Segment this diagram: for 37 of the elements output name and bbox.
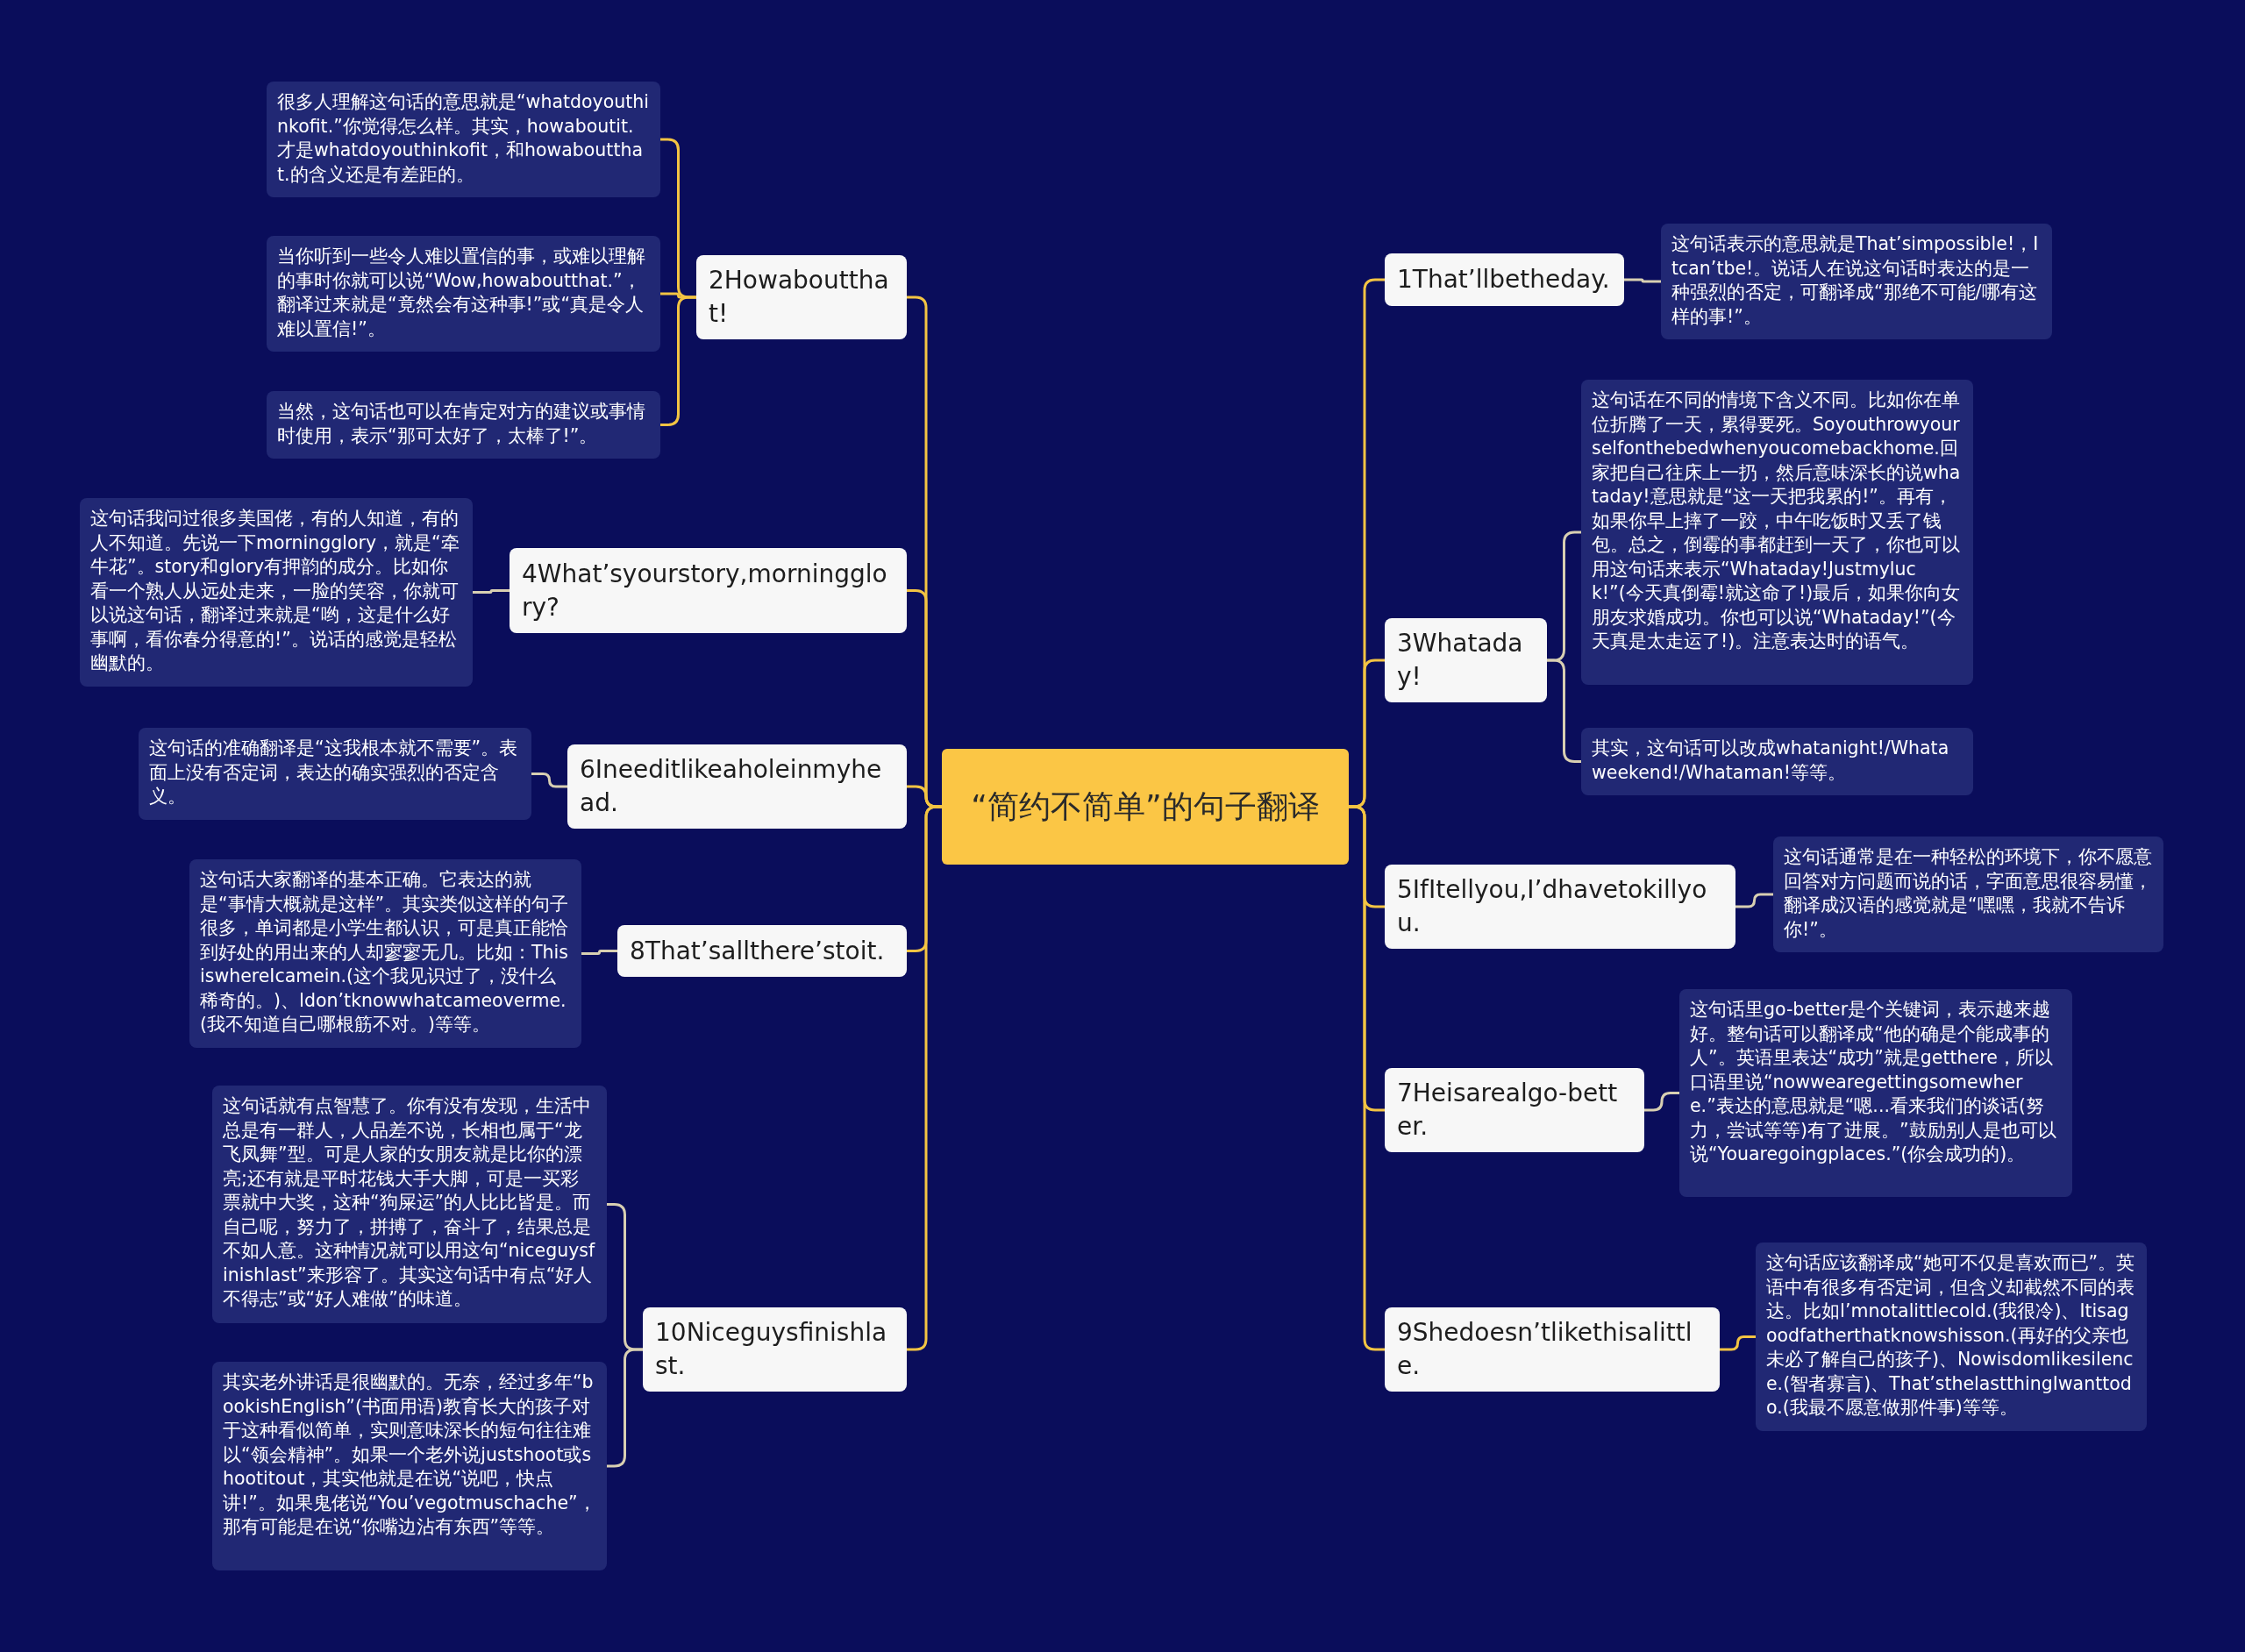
connector-line [1735,893,1773,908]
note-box: 这句话里go-better是个关键词，表示越来越好。整句话可以翻译成“他的确是个能成事的人”。英语里表达“成功”就是getthere，所以口语里说“nowwearegettingsomewhere.”表达的意思就是“嗯...看来我们的谈话(努力，尝试等等)有了进展。”鼓励别人是也可以说“Youaregoingplaces.”(你会成功的)。 [1679,989,2072,1197]
root-topic-box: “简约不简单”的句子翻译 [942,749,1349,865]
note-box: 当然，这句话也可以在肯定对方的建议或事情时使用，表示“那可太好了，太棒了!”。 [267,391,660,459]
connector-line [1644,1092,1679,1112]
note-box: 这句话表示的意思就是That’simpossible!，Itcan’tbe!。说话人在说这句话时表达的是一种强烈的否定，可翻译成“那绝不可能/哪有这样的事!”。 [1661,224,2052,339]
topic-box: 10Niceguysfinishlast. [643,1307,907,1392]
note-box: 这句话应该翻译成“她可不仅是喜欢而已”。英语中有很多有否定词，但含义却截然不同的表达。比如I’mnotalittlecold.(我很冷)、Itisagoodfatherthatknowshisson.(再好的父亲也未必了解自己的孩子)、Nowisdomlikesilence.(智者寡言)、That’sthelastthingIwanttodo.(我最不愿意做那件事)等等。 [1756,1243,2147,1431]
note-box: 很多人理解这句话的意思就是“whatdoyouthinkofit.”你觉得怎么样。其实，howaboutit.才是whatdoyouthinkofit，和howaboutthat.的含义还是有差距的。 [267,82,660,197]
connector-line [473,589,510,594]
topic-box: 5IfItellyou,I’dhavetokillyou. [1385,865,1735,949]
topic-box: 1That’llbetheday. [1385,253,1624,306]
note-box: 这句话我问过很多美国佬，有的人知道，有的人不知道。先说一下morningglory，就是“牵牛花”。story和glory有押韵的成分。比如你看一个熟人从远处走来，一脸的笑容，你就可以说这句话，翻译过来就是“哟，这是什么好事啊，看你春分得意的!”。说话的感觉是轻松幽默的。 [80,498,473,687]
note-box: 其实老外讲话是很幽默的。无奈，经过多年“bookishEnglish”(书面用语)教育长大的孩子对于这种看似简单，实则意味深长的短句往往难以“领会精神”。如果一个老外说justshoot或shootitout，其实他就是在说“说吧，快点讲!”。如果鬼佬说“You’vegotmuschache”，那有可能是在说“你嘴边沾有东西”等等。 [212,1362,607,1570]
topic-box: 4What’syourstory,morningglory? [510,548,907,633]
connector-line [907,805,942,1351]
connector-line [660,296,696,426]
connector-line [1624,278,1661,283]
note-box: 这句话的准确翻译是“这我根本就不需要”。表面上没有否定词，表达的确实强烈的否定含义。 [139,728,531,820]
topic-box: 6Ineeditlikeaholeinmyhead. [567,744,907,829]
topic-box: 9Shedoesn’tlikethisalittle. [1385,1307,1720,1392]
note-box: 这句话通常是在一种轻松的环境下，你不愿意回答对方问题而说的话，字面意思很容易懂，翻译成汉语的感觉就是“嘿嘿，我就不告诉你!”。 [1773,837,2163,952]
connector-line [607,1348,643,1468]
topic-box: 8That’sallthere’stoit. [617,925,907,977]
note-box: 这句话在不同的情境下含义不同。比如你在单位折腾了一天，累得要死。Soyouthrowyourselfonthebedwhenyoucomebackhome.回家把自己往床上一扔，然后意味深长的说whataday!意思就是“这一天把我累的!”。再有，如果你早上摔了一跤，中午吃饭时又丢了钱包。总之，倒霉的事都赶到一天了，你也可以用这句话来表示“Whataday!Justmyluck!”(今天真倒霉!就这命了!)最后，如果你向女朋友求婚成功。你也可以说“Whataday!”(今天真是太走运了!)。注意表达时的语气。 [1581,380,1973,685]
topic-box: 7Heisarealgo-better. [1385,1068,1644,1152]
topic-box: 3Whataday! [1385,618,1547,702]
note-box: 这句话就有点智慧了。你有没有发现，生活中总是有一群人，人品差不说，长相也属于“龙飞凤舞”型。可是人家的女朋友就是比你的漂亮;还有就是平时花钱大手大脚，可是一买彩票就中大奖，这种“狗屎运”的人比比皆是。而自己呢，努力了，拼搏了，奋斗了，结果总是不如人意。这种情况就可以用这句“niceguysfinishlast”来形容了。其实这句话中有点“好人不得志”或“好人难做”的味道。 [212,1086,607,1323]
connector-line [1720,1335,1756,1351]
note-box: 当你听到一些令人难以置信的事，或难以理解的事时你就可以说“Wow,howaboutthat.”，翻译过来就是“竟然会有这种事!”或“真是令人难以置信!”。 [267,236,660,352]
topic-box: 2Howaboutthat! [696,255,907,339]
note-box: 其实，这句话可以改成whatanight!/Whataweekend!/Whataman!等等。 [1581,728,1973,795]
connector-line [581,950,617,955]
note-box: 这句话大家翻译的基本正确。它表达的就是“事情大概就是这样”。其实类似这样的句子很多，单词都是小学生都认识，可是真正能恰到好处的用出来的人却寥寥无几。比如：ThisiswhereIcamein.(这个我见识过了，没什么稀奇的。)、Idon’tknowwhatcameoverme.(我不知道自己哪根筋不对。)等等。 [189,859,581,1048]
connector-line [531,773,567,788]
connector-line [1547,659,1581,763]
connector-line [1349,805,1385,1351]
